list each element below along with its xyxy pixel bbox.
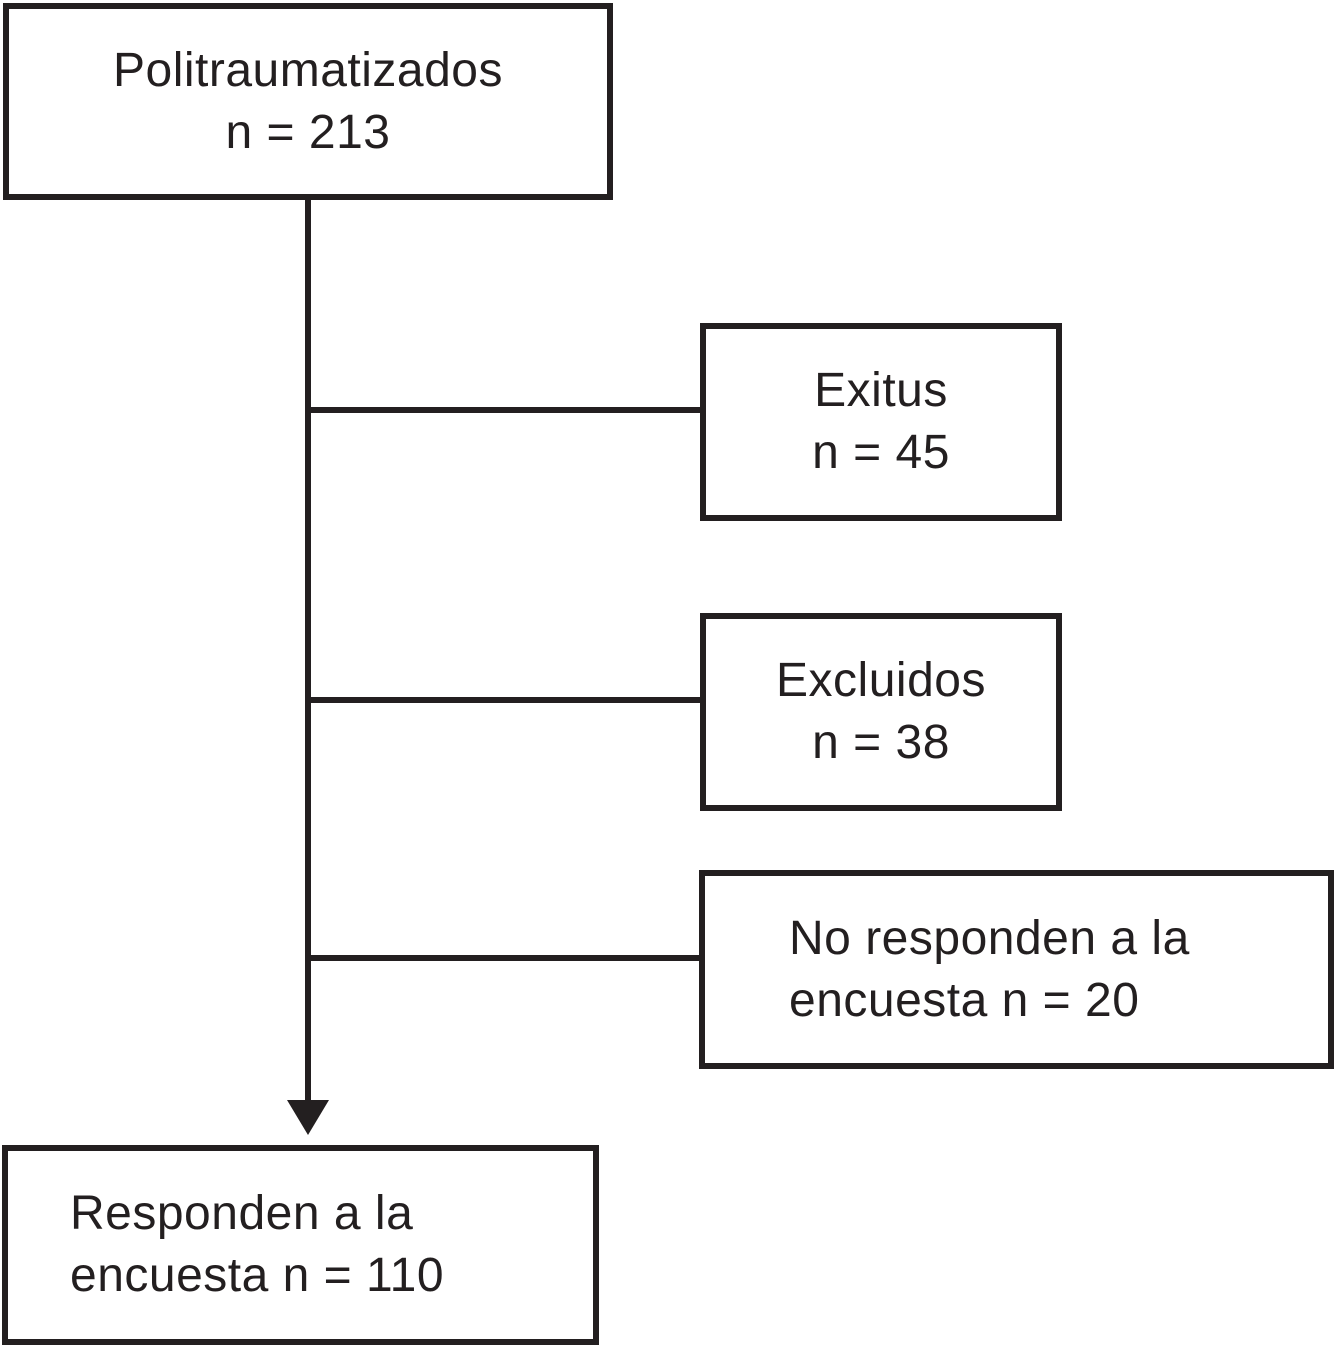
box-exitus: Exitus n = 45 (700, 323, 1062, 521)
box-excluidos: Excluidos n = 38 (700, 613, 1062, 811)
no-responden-label: No responden a la (789, 911, 1190, 965)
box-no-responden: No responden a la encuesta n = 20 (699, 870, 1334, 1069)
no-responden-connector-line (305, 955, 699, 961)
responden-label: Responden a la (70, 1187, 414, 1240)
arrow-down-icon (287, 1100, 329, 1135)
responden-count: encuesta n = 110 (70, 1249, 445, 1302)
excluidos-count: n = 38 (812, 716, 950, 769)
box-politraumatizados: Politraumatizados n = 213 (3, 3, 613, 200)
exitus-count: n = 45 (812, 426, 950, 479)
politraumatizados-count: n = 213 (225, 105, 391, 159)
no-responden-count: encuesta n = 20 (789, 973, 1140, 1027)
politraumatizados-label: Politraumatizados (112, 43, 503, 97)
box-responden: Responden a la encuesta n = 110 (2, 1145, 599, 1345)
excluidos-label: Excluidos (776, 654, 986, 707)
main-vertical-connector-line (305, 200, 311, 1102)
exitus-connector-line (305, 407, 700, 413)
excluidos-connector-line (305, 697, 700, 703)
exitus-label: Exitus (814, 364, 948, 417)
